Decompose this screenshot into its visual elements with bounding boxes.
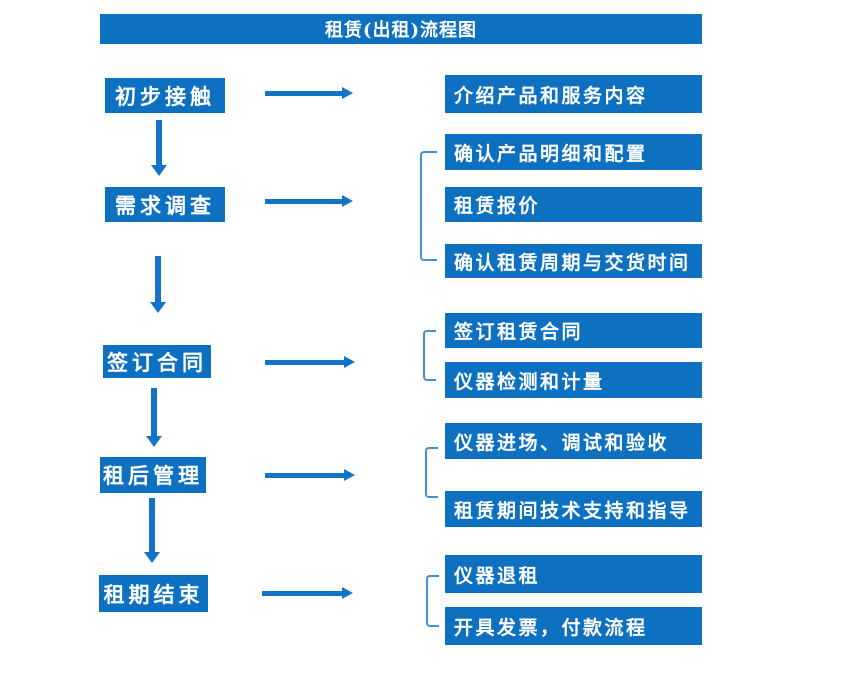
detail-introduce-products-services: 介绍产品和服务内容 [445,75,702,113]
detail-instrument-setup-acceptance: 仪器进场、调试和验收 [445,423,702,459]
group-bracket [420,151,437,261]
right-arrow-icon [265,356,355,368]
down-arrow-icon [151,120,167,176]
step-contract-signing: 签订合同 [103,345,211,378]
down-arrow-icon [146,388,162,447]
step-post-rental-management: 租后管理 [100,457,206,493]
detail-sign-rental-contract: 签订租赁合同 [445,313,702,348]
detail-instrument-return: 仪器退租 [445,555,702,593]
down-arrow-icon [144,498,160,563]
detail-rental-quote: 租赁报价 [445,187,702,222]
detail-confirm-product-config: 确认产品明细和配置 [445,134,702,170]
detail-invoice-payment: 开具发票，付款流程 [445,607,702,645]
group-bracket [423,330,436,381]
right-arrow-icon [265,469,355,481]
right-arrow-icon [262,587,353,599]
group-bracket [425,447,438,498]
right-arrow-icon [265,87,353,99]
detail-tech-support-guidance: 租赁期间技术支持和指导 [445,491,702,527]
detail-instrument-testing-metering: 仪器检测和计量 [445,362,702,398]
step-initial-contact: 初步接触 [105,78,225,113]
diagram-title: 租赁(出租)流程图 [100,14,702,44]
group-bracket [426,575,439,627]
detail-confirm-rental-period-delivery: 确认租赁周期与交货时间 [445,244,702,278]
right-arrow-icon [265,195,353,207]
down-arrow-icon [150,256,166,313]
step-demand-survey: 需求调查 [105,187,225,222]
step-lease-end: 租期结束 [99,575,208,612]
